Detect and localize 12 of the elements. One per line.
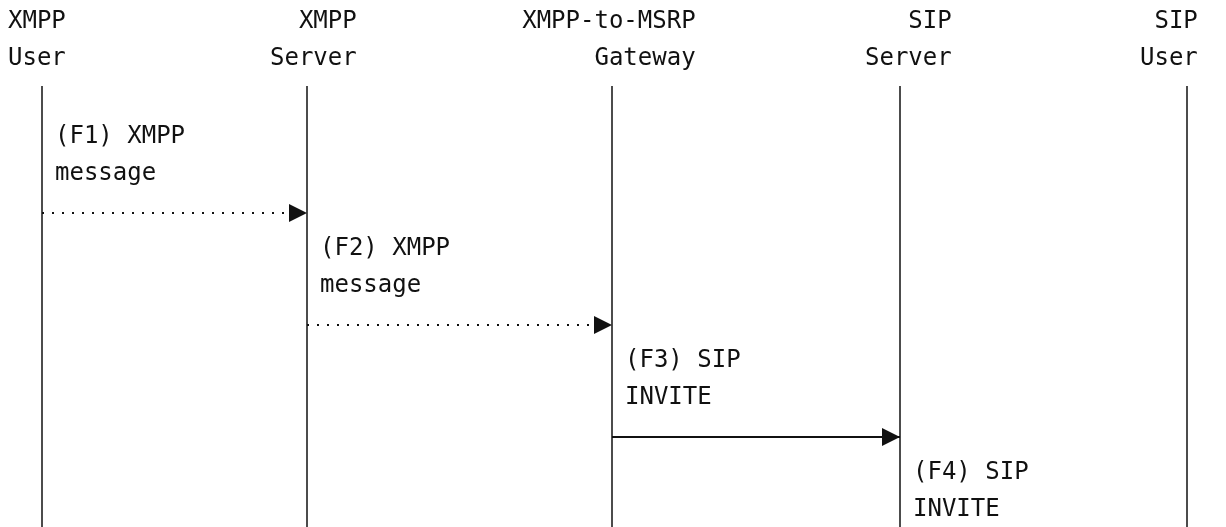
participant-name: XMPP User xyxy=(8,6,66,71)
edge-label: (F2) XMPP message xyxy=(320,232,452,300)
participant-name: XMPP-to-MSRP Gateway xyxy=(522,6,696,71)
participant-name: XMPP Server xyxy=(270,6,357,71)
edge-label: (F1) XMPP message xyxy=(55,120,187,188)
message-label: (F4) SIP INVITE xyxy=(913,456,1030,524)
participant-name: SIP Server xyxy=(865,6,952,71)
participant-name: SIP User xyxy=(1140,6,1198,71)
message-arrow xyxy=(306,316,613,334)
message-arrow xyxy=(611,428,901,446)
edge-label: (F3) SIP INVITE xyxy=(625,344,742,412)
message-arrow xyxy=(41,204,308,222)
